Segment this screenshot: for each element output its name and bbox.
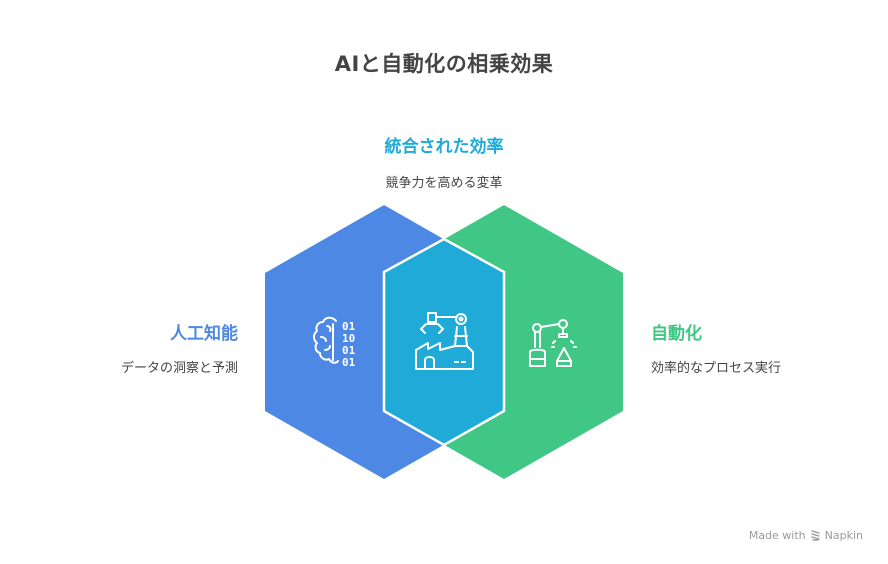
- brain-binary-icon: 01 10 01 01: [313, 316, 356, 369]
- integrated-description: 競争力を高める変革: [385, 176, 503, 191]
- made-with-label: Made with: [748, 529, 806, 542]
- napkin-brand: Napkin: [824, 529, 863, 542]
- integrated-heading: 統合された効率: [384, 137, 504, 157]
- napkin-logo-icon: [810, 530, 820, 541]
- svg-text:10: 10: [342, 332, 355, 345]
- automation-heading: 自動化: [651, 324, 702, 344]
- footer-attribution: Made with Napkin: [749, 529, 863, 542]
- svg-text:01: 01: [342, 320, 356, 333]
- factory-robot-arm-icon: [415, 312, 474, 370]
- svg-text:01: 01: [342, 356, 356, 369]
- ai-heading: 人工知能: [170, 324, 238, 344]
- automation-description: 効率的なプロセス実行: [651, 361, 782, 376]
- svg-text:01: 01: [342, 344, 356, 357]
- ai-description: データの洞察と予測: [120, 361, 238, 376]
- robot-arm-icon: [529, 319, 577, 367]
- integrated-hexagon: [382, 237, 506, 447]
- page-title: AIと自動化の相乗効果: [334, 52, 554, 76]
